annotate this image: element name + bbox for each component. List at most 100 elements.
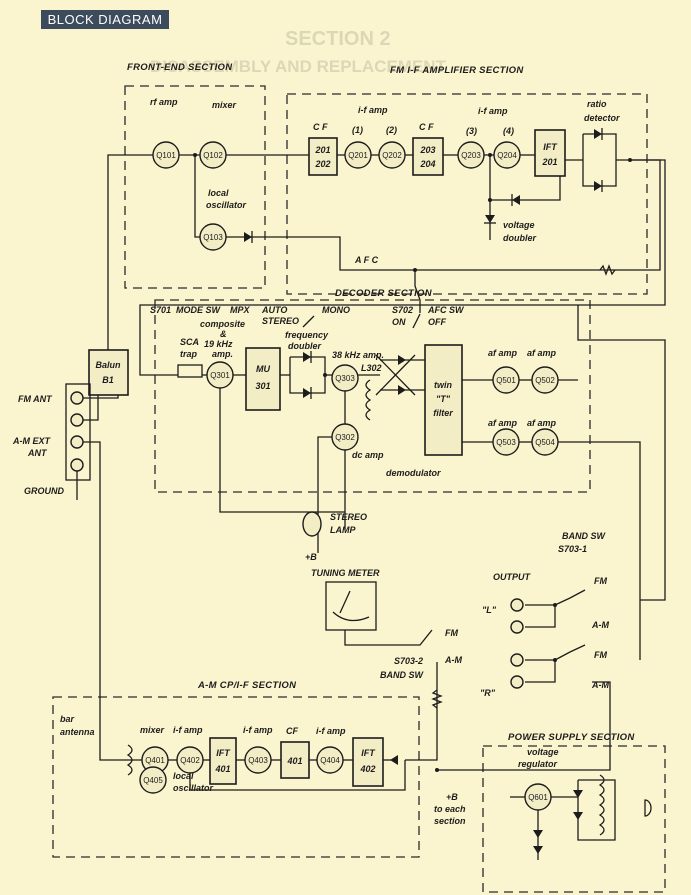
q102-label: Q102 bbox=[203, 151, 223, 160]
q301-label: Q301 bbox=[210, 371, 230, 380]
bar-label: bar bbox=[60, 714, 75, 724]
transistor-q101 bbox=[152, 141, 180, 169]
meter-needle-icon bbox=[332, 590, 370, 622]
mu-301-label: 301 bbox=[255, 381, 270, 391]
q502-label: Q502 bbox=[535, 376, 555, 385]
ampersand-label: & bbox=[220, 329, 227, 339]
stereo-lamp-icon bbox=[302, 511, 322, 537]
af-amp-label: af amp bbox=[488, 418, 518, 428]
cf-204-label: 204 bbox=[419, 159, 435, 169]
cf-201-label: 201 bbox=[314, 145, 330, 155]
fm-ant-terminal bbox=[70, 391, 84, 405]
twin-t-filter-box bbox=[424, 344, 463, 456]
filter-label: filter bbox=[433, 408, 453, 418]
transistor-q203 bbox=[457, 141, 485, 169]
amp-label: amp. bbox=[212, 349, 233, 359]
transistor-q502 bbox=[531, 366, 559, 394]
transistor-q403 bbox=[244, 746, 272, 774]
afc-switch-label: AFC SW bbox=[427, 305, 465, 315]
fm-ant-label: FM ANT bbox=[18, 394, 53, 404]
am-if-section-title: A-M CP/I-F SECTION bbox=[197, 680, 297, 691]
tuning-meter-label: TUNING METER bbox=[311, 568, 380, 578]
dc-amp-label: dc amp bbox=[352, 450, 384, 460]
output-jack-r2[interactable] bbox=[510, 675, 524, 689]
cf-label: C F bbox=[419, 122, 434, 132]
output-label: OUTPUT bbox=[493, 572, 532, 582]
q401-label: Q401 bbox=[145, 756, 165, 765]
38khz-amp-label: 38 kHz amp. bbox=[332, 350, 384, 360]
output-jack-l1[interactable] bbox=[510, 598, 524, 612]
front-end-section-title: FRONT-END SECTION bbox=[127, 62, 233, 73]
ground-terminal bbox=[70, 458, 84, 472]
local-label: local bbox=[208, 188, 229, 198]
fm-if-section-title: FM I-F AMPLIFIER SECTION bbox=[390, 65, 524, 76]
left-channel-label: "L" bbox=[482, 605, 497, 615]
plus-b-label: +B bbox=[446, 792, 458, 802]
transistor-q302 bbox=[331, 423, 359, 451]
sca-label: SCA bbox=[180, 337, 199, 347]
af-amp-label: af amp bbox=[488, 348, 518, 358]
cf-203-label: 203 bbox=[419, 145, 435, 155]
transistor-q501 bbox=[492, 366, 520, 394]
af-amp-label: af amp bbox=[527, 418, 557, 428]
diagram-title-badge: BLOCK DIAGRAM bbox=[41, 10, 169, 29]
s703-1-label: S703-1 bbox=[558, 544, 587, 554]
if-amp-label: i-f amp bbox=[358, 105, 388, 115]
q503-label: Q503 bbox=[496, 438, 516, 447]
am-label: A-M bbox=[591, 620, 609, 630]
cf-label: CF bbox=[286, 726, 298, 736]
if-amp-label: i-f amp bbox=[478, 106, 508, 116]
mono-label: MONO bbox=[322, 305, 350, 315]
s703-2-label: S703-2 bbox=[394, 656, 423, 666]
band-switch-label: BAND SW bbox=[380, 670, 425, 680]
voltage-label: voltage bbox=[527, 747, 559, 757]
voltage-doubler-label: voltage bbox=[503, 220, 535, 230]
decoder-section-box bbox=[154, 299, 591, 493]
am-ext-label: A-M EXT bbox=[12, 436, 52, 446]
transistor-q504 bbox=[531, 428, 559, 456]
b1-label: B1 bbox=[102, 375, 114, 385]
afc-switch[interactable] bbox=[412, 313, 421, 329]
s701-label: S701 bbox=[150, 305, 171, 315]
mode-switch-label: MODE SW bbox=[176, 305, 222, 315]
composite-label: composite bbox=[200, 319, 245, 329]
trap-label: trap bbox=[180, 349, 198, 359]
to-each-label: to each bbox=[434, 804, 466, 814]
mu-301-box bbox=[245, 347, 281, 411]
local-label: local bbox=[173, 771, 194, 781]
frequency-label: frequency bbox=[285, 330, 329, 340]
power-section-title: POWER SUPPLY SECTION bbox=[508, 732, 635, 743]
balun-b1-box bbox=[88, 349, 129, 396]
regulator-label: regulator bbox=[518, 759, 558, 769]
decoder-section-title: DECODER SECTION bbox=[335, 288, 433, 299]
junctions bbox=[193, 153, 632, 772]
output-jack-r1[interactable] bbox=[510, 653, 524, 667]
cf-202-label: 202 bbox=[314, 159, 330, 169]
ift-label: IFT bbox=[543, 142, 558, 152]
ift-402-box bbox=[352, 737, 384, 787]
q405-label: Q405 bbox=[143, 776, 163, 785]
ift-401-box bbox=[209, 737, 237, 785]
balun-label: Balun bbox=[95, 360, 121, 370]
band-switch-label: BAND SW bbox=[562, 531, 607, 541]
transistor-q601 bbox=[524, 783, 552, 811]
doubler-label: doubler bbox=[288, 341, 321, 351]
q202-label: Q202 bbox=[382, 151, 402, 160]
fm-if-section-box bbox=[286, 93, 648, 295]
cf-401-label: 401 bbox=[286, 756, 302, 766]
mpx-label: MPX bbox=[230, 305, 251, 315]
output-jack-l2[interactable] bbox=[510, 620, 524, 634]
wiring bbox=[76, 133, 666, 860]
transistor-q102 bbox=[199, 141, 227, 169]
q101-label: Q101 bbox=[156, 151, 176, 160]
transistor-q202 bbox=[378, 141, 406, 169]
q201-label: Q201 bbox=[348, 151, 368, 160]
q103-label: Q103 bbox=[203, 233, 223, 242]
tuning-meter-box bbox=[325, 581, 377, 631]
mode-switch[interactable] bbox=[302, 315, 315, 328]
detector-label: detector bbox=[584, 113, 620, 123]
ant-label: ANT bbox=[27, 448, 48, 458]
front-end-section-box bbox=[124, 85, 266, 289]
ghost-subheading: DISASSEMBLY AND REPLACEMENT bbox=[150, 57, 447, 76]
oscillator-label: oscillator bbox=[173, 783, 214, 793]
